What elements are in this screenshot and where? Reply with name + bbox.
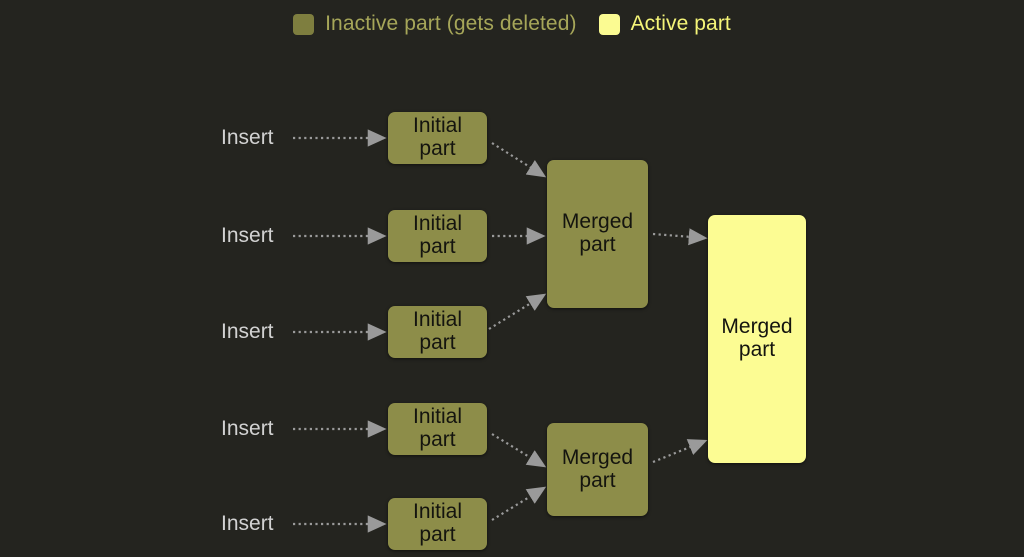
node-merged-part-top-line2: part	[579, 233, 616, 256]
insert-label-3: Insert	[221, 320, 274, 343]
arrow-merged-top-to-merged-final	[652, 228, 708, 246]
legend-swatch-inactive-icon	[293, 13, 315, 35]
node-merged-part-final[interactable]: Merged part	[708, 215, 806, 463]
arrow-initial-1-to-merged-top	[491, 142, 547, 178]
insert-label-5: Insert	[221, 512, 274, 535]
node-merged-part-final-line1: Merged	[721, 315, 793, 339]
node-initial-part-2[interactable]: Initial part	[388, 210, 487, 262]
node-initial-part-5-line2: part	[419, 523, 456, 546]
node-initial-part-1-line2: part	[419, 137, 456, 160]
node-merged-part-bottom-line1: Merged	[561, 445, 634, 469]
insert-label-2: Insert	[221, 224, 274, 247]
insert-label-1: Insert	[221, 126, 274, 149]
node-merged-part-top-line1: Merged	[561, 210, 634, 234]
node-initial-part-1-line1: Initial	[412, 114, 463, 138]
insert-label-4: Insert	[221, 417, 274, 440]
node-initial-part-5-line1: Initial	[412, 500, 463, 524]
legend-swatch-active-icon	[598, 13, 620, 35]
node-merged-part-bottom-line2: part	[579, 468, 616, 492]
arrow-merged-bottom-to-merged-final	[652, 439, 708, 464]
node-initial-part-3-line1: Initial	[412, 308, 463, 332]
legend-item-active: Active part	[598, 12, 731, 36]
arrow-initial-4-to-merged-bottom	[491, 433, 547, 468]
legend-item-inactive: Inactive part (gets deleted)	[293, 12, 576, 36]
arrow-initial-3-to-merged-top	[488, 293, 547, 330]
node-merged-part-top[interactable]: Merged part	[547, 160, 648, 308]
node-initial-part-4[interactable]: Initial part	[388, 403, 487, 455]
node-initial-part-3[interactable]: Initial part	[388, 306, 487, 358]
node-merged-part-final-line2: part	[738, 338, 776, 361]
node-merged-part-bottom[interactable]: Merged part	[547, 423, 648, 516]
node-initial-part-1[interactable]: Initial part	[388, 112, 487, 164]
legend-label-inactive: Inactive part (gets deleted)	[325, 12, 577, 35]
node-initial-part-3-line2: part	[419, 331, 456, 354]
legend: Inactive part (gets deleted) Active part	[0, 0, 1024, 48]
node-initial-part-2-line2: part	[419, 235, 456, 258]
node-initial-part-4-line2: part	[419, 428, 456, 451]
legend-label-active: Active part	[630, 12, 731, 35]
node-initial-part-5[interactable]: Initial part	[388, 498, 487, 550]
node-initial-part-2-line1: Initial	[412, 212, 463, 236]
arrow-initial-5-to-merged-bottom	[491, 486, 547, 521]
node-initial-part-4-line1: Initial	[412, 405, 463, 429]
